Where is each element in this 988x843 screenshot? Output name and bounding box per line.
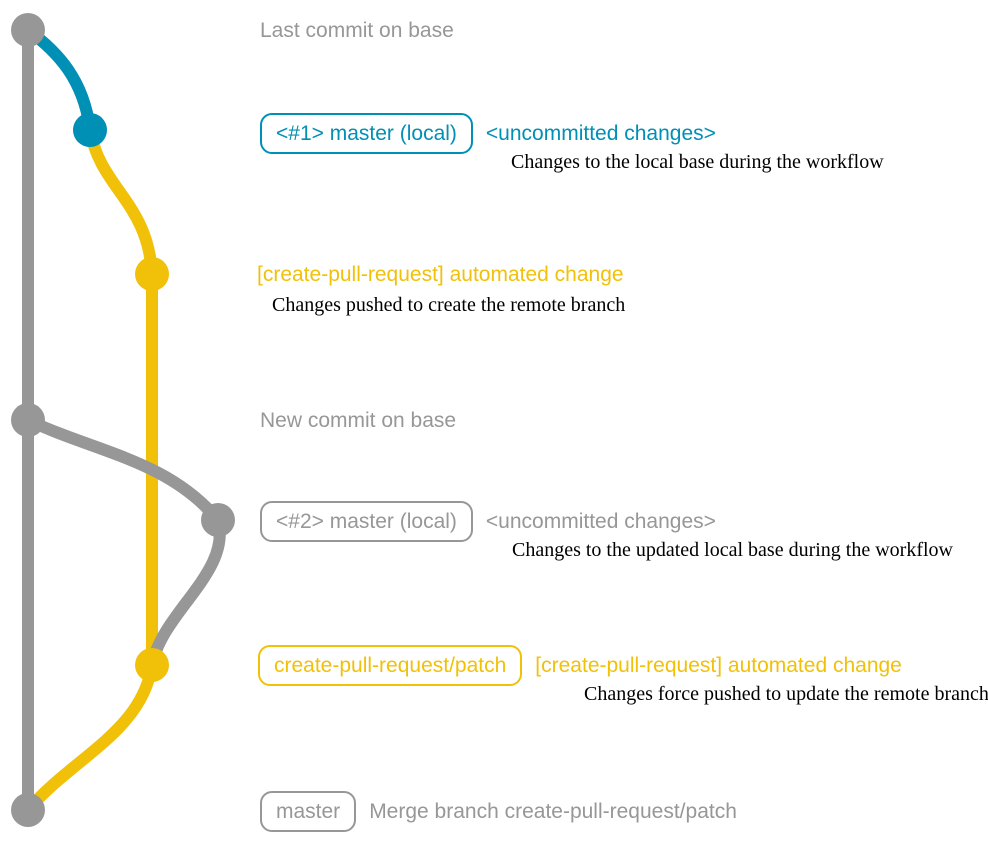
patch-commit-1-message: [create-pull-request] automated change: [257, 263, 624, 286]
merge-commit-node: [11, 793, 45, 827]
last-commit-on-base-label: Last commit on base: [260, 19, 454, 42]
uncommitted-changes-1-node: [73, 113, 107, 147]
new-commit-on-base-node: [11, 403, 45, 437]
branch-tag-master-local-2: <#2> master (local): [260, 501, 473, 542]
patch-commit-2-row: create-pull-request/patch [create-pull-r…: [258, 645, 902, 686]
patch-commit-2-message: [create-pull-request] automated change: [535, 654, 902, 677]
uncommitted-changes-1-row: <#1> master (local) <uncommitted changes…: [260, 113, 716, 154]
uncommitted-changes-2-node: [201, 503, 235, 537]
uncommitted-changes-1-detail: Changes to the local base during the wor…: [511, 151, 884, 173]
uncommitted-changes-2-message: <uncommitted changes>: [485, 510, 716, 533]
patch-1-branch-curve: [84, 124, 158, 280]
uncommitted-2-branch-curve: [22, 414, 226, 671]
uncommitted-changes-2-detail: Changes to the updated local base during…: [512, 539, 953, 561]
patch-commit-1-node: [135, 257, 169, 291]
uncommitted-changes-1-message: <uncommitted changes>: [485, 122, 716, 145]
merge-commit-message: Merge branch create-pull-request/patch: [369, 800, 737, 823]
merge-commit-row: master Merge branch create-pull-request/…: [260, 791, 737, 832]
patch-commit-2-detail: Changes force pushed to update the remot…: [584, 683, 988, 705]
uncommitted-changes-2-row: <#2> master (local) <uncommitted changes…: [260, 501, 716, 542]
patch-commit-2-node: [135, 648, 169, 682]
branch-tag-create-pull-request-patch: create-pull-request/patch: [258, 645, 523, 686]
last-commit-on-base-node: [11, 13, 45, 47]
new-commit-on-base-label: New commit on base: [260, 409, 457, 432]
uncommitted-1-branch-curve: [22, 24, 96, 136]
merge-branch-curve: [22, 659, 158, 816]
patch-commit-1-detail: Changes pushed to create the remote bran…: [272, 294, 626, 316]
branch-tag-master: master: [260, 791, 357, 832]
branch-tag-master-local-1: <#1> master (local): [260, 113, 473, 154]
